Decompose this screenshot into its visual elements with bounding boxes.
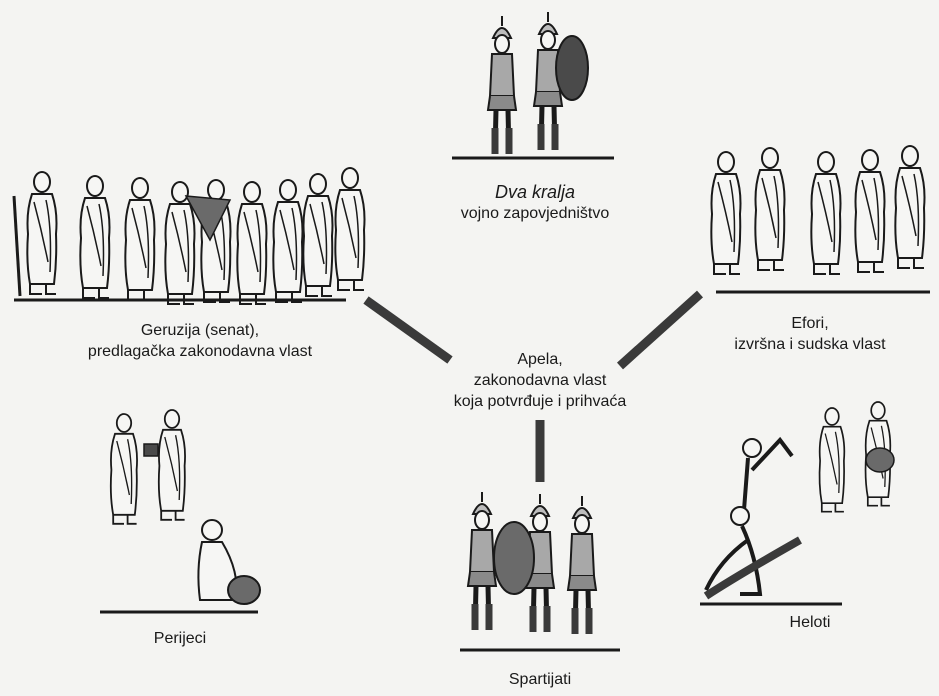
- gerusia-label: Geruzija (senat), predlagačka zakonodavn…: [60, 320, 340, 362]
- kings-label: Dva kralja vojno zapovjedništvo: [455, 182, 615, 224]
- gerusia-label-line2: predlagačka zakonodavna vlast: [87, 343, 313, 360]
- perioikoi-label-text: Perijeci: [153, 630, 207, 647]
- ephors-label-line1: Efori,: [791, 315, 829, 332]
- connector-ephors-apella: [616, 290, 704, 370]
- ephors-figures: [710, 145, 930, 294]
- ephors-label: Efori, izvršna i sudska vlast: [700, 313, 920, 355]
- apella-label-line3: koja potvrđuje i prihvaća: [453, 393, 627, 410]
- kings-title: Dva kralja: [494, 182, 576, 202]
- kings-subtitle: vojno zapovjedništvo: [460, 205, 610, 222]
- spartiates-label-text: Spartijati: [508, 671, 572, 688]
- apella-label: Apela, zakonodavna vlast koja potvrđuje …: [420, 349, 660, 412]
- apella-label-line2: zakonodavna vlast: [473, 372, 607, 389]
- spartiates-label: Spartijati: [470, 669, 610, 690]
- kings-figures: [452, 12, 614, 160]
- gerusia-label-line1: Geruzija (senat),: [140, 322, 260, 339]
- ephors-label-line2: izvršna i sudska vlast: [734, 336, 886, 353]
- connector-bars: [363, 290, 704, 482]
- perioikoi-label: Perijeci: [120, 628, 240, 649]
- helots-figures: [700, 401, 895, 606]
- perioikoi-figures: [100, 409, 261, 614]
- gerusia-figures: [12, 167, 366, 305]
- helots-label: Heloti: [760, 612, 860, 633]
- helots-label-text: Heloti: [789, 614, 831, 631]
- connector-gerusia-apella: [363, 296, 453, 364]
- apella-label-line1: Apela,: [517, 351, 563, 368]
- spartiates-figures: [460, 492, 620, 652]
